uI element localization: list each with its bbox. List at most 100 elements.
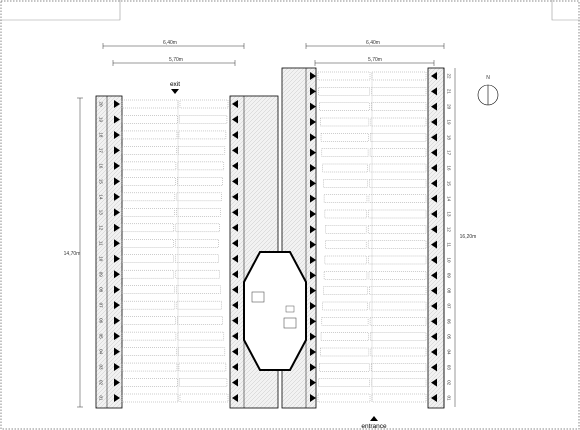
seating-row <box>317 393 371 403</box>
seating-row <box>371 87 427 96</box>
triangle-marker-icon <box>310 271 316 280</box>
triangle-marker-icon <box>431 225 437 234</box>
row-number-left: 18 <box>99 132 104 138</box>
seating-row <box>324 255 367 265</box>
seating-row <box>368 209 427 219</box>
triangle-marker-icon <box>310 256 316 264</box>
seating-row <box>369 286 427 295</box>
row-number-right: 04 <box>447 349 452 355</box>
triangle-marker-icon <box>232 270 238 279</box>
triangle-marker-icon <box>114 301 120 310</box>
exit-arrow-icon <box>171 89 179 94</box>
triangle-marker-icon <box>232 301 238 310</box>
seating-row <box>323 194 368 203</box>
seating-row <box>322 163 368 173</box>
triangle-marker-icon <box>310 133 316 142</box>
triangle-marker-icon <box>232 378 238 387</box>
row-number-left: 04 <box>99 349 104 355</box>
seating-row <box>369 317 427 326</box>
seating-row <box>318 87 370 96</box>
row-number-right: 08 <box>447 288 452 294</box>
seating-row <box>121 146 177 155</box>
dim-right-length: 16,20m <box>460 234 477 240</box>
triangle-marker-icon <box>310 394 316 402</box>
row-number-right: 02 <box>447 380 452 386</box>
seating-row <box>321 317 369 326</box>
seating-row <box>370 332 427 341</box>
row-number-left: 14 <box>99 194 104 200</box>
seating-row <box>178 130 227 140</box>
left-seating-rows <box>121 99 229 403</box>
seating-row <box>179 115 228 124</box>
seating-row <box>121 316 176 325</box>
triangle-marker-icon <box>114 363 120 372</box>
right-seating-rows <box>317 71 427 403</box>
frame-corner <box>0 0 121 21</box>
row-number-left: 08 <box>99 287 104 293</box>
seating-row <box>370 347 427 357</box>
seating-row <box>368 271 427 280</box>
seating-row <box>322 301 368 311</box>
row-number-left: 03 <box>99 365 104 371</box>
seating-row <box>121 347 177 356</box>
triangle-marker-icon <box>114 239 120 248</box>
seating-row <box>121 300 176 310</box>
triangle-marker-icon <box>431 378 437 387</box>
triangle-marker-icon <box>310 378 316 387</box>
triangle-marker-icon <box>232 223 238 232</box>
triangle-marker-icon <box>232 161 238 170</box>
triangle-marker-icon <box>232 347 238 356</box>
seating-row <box>370 117 427 127</box>
north-label: N <box>486 75 490 81</box>
seating-row <box>121 254 174 263</box>
triangle-marker-icon <box>431 302 437 310</box>
row-number-left: 09 <box>99 272 104 278</box>
row-number-left: 07 <box>99 303 104 309</box>
row-number-right: 16 <box>447 165 452 171</box>
triangle-marker-icon <box>310 210 316 218</box>
triangle-marker-icon <box>431 332 437 341</box>
triangle-marker-icon <box>114 115 120 124</box>
seating-row <box>177 161 225 171</box>
triangle-marker-icon <box>310 302 316 310</box>
triangle-marker-icon <box>310 240 316 249</box>
row-number-right: 15 <box>447 181 452 187</box>
seating-row <box>121 130 178 140</box>
triangle-marker-icon <box>232 332 238 341</box>
seating-row <box>371 393 427 403</box>
seating-row <box>325 240 367 249</box>
row-number-left: 15 <box>99 179 104 185</box>
dimension-right-length: 16,20m <box>454 68 477 407</box>
triangle-marker-icon <box>310 363 316 372</box>
seating-row <box>319 102 370 111</box>
row-number-left: 20 <box>99 101 104 107</box>
row-number-right: 03 <box>447 365 452 371</box>
row-number-right: 13 <box>447 211 452 217</box>
triangle-marker-icon <box>114 347 120 356</box>
row-number-right: 21 <box>447 89 452 95</box>
row-number-left: 16 <box>99 163 104 169</box>
seating-row <box>177 316 223 325</box>
triangle-marker-icon <box>431 102 437 111</box>
row-number-right: 18 <box>447 135 452 141</box>
seating-row <box>121 99 179 109</box>
seating-row <box>371 71 427 81</box>
triangle-marker-icon <box>431 148 437 157</box>
row-number-right: 20 <box>447 104 452 110</box>
triangle-marker-icon <box>114 223 120 232</box>
seating-row <box>176 300 222 310</box>
triangle-marker-icon <box>431 348 437 356</box>
seating-row <box>121 362 178 372</box>
triangle-marker-icon <box>232 146 238 155</box>
entrance-marker: entrance <box>361 416 387 430</box>
seating-row <box>320 133 369 142</box>
row-number-right: 09 <box>447 273 452 279</box>
seating-row <box>321 148 369 157</box>
frame-corner-right <box>551 0 580 21</box>
triangle-marker-icon <box>310 148 316 157</box>
seating-row <box>320 332 369 341</box>
triangle-marker-icon <box>114 285 120 294</box>
triangle-marker-icon <box>114 100 120 108</box>
dim-right-inner: 5,70m <box>368 57 382 63</box>
